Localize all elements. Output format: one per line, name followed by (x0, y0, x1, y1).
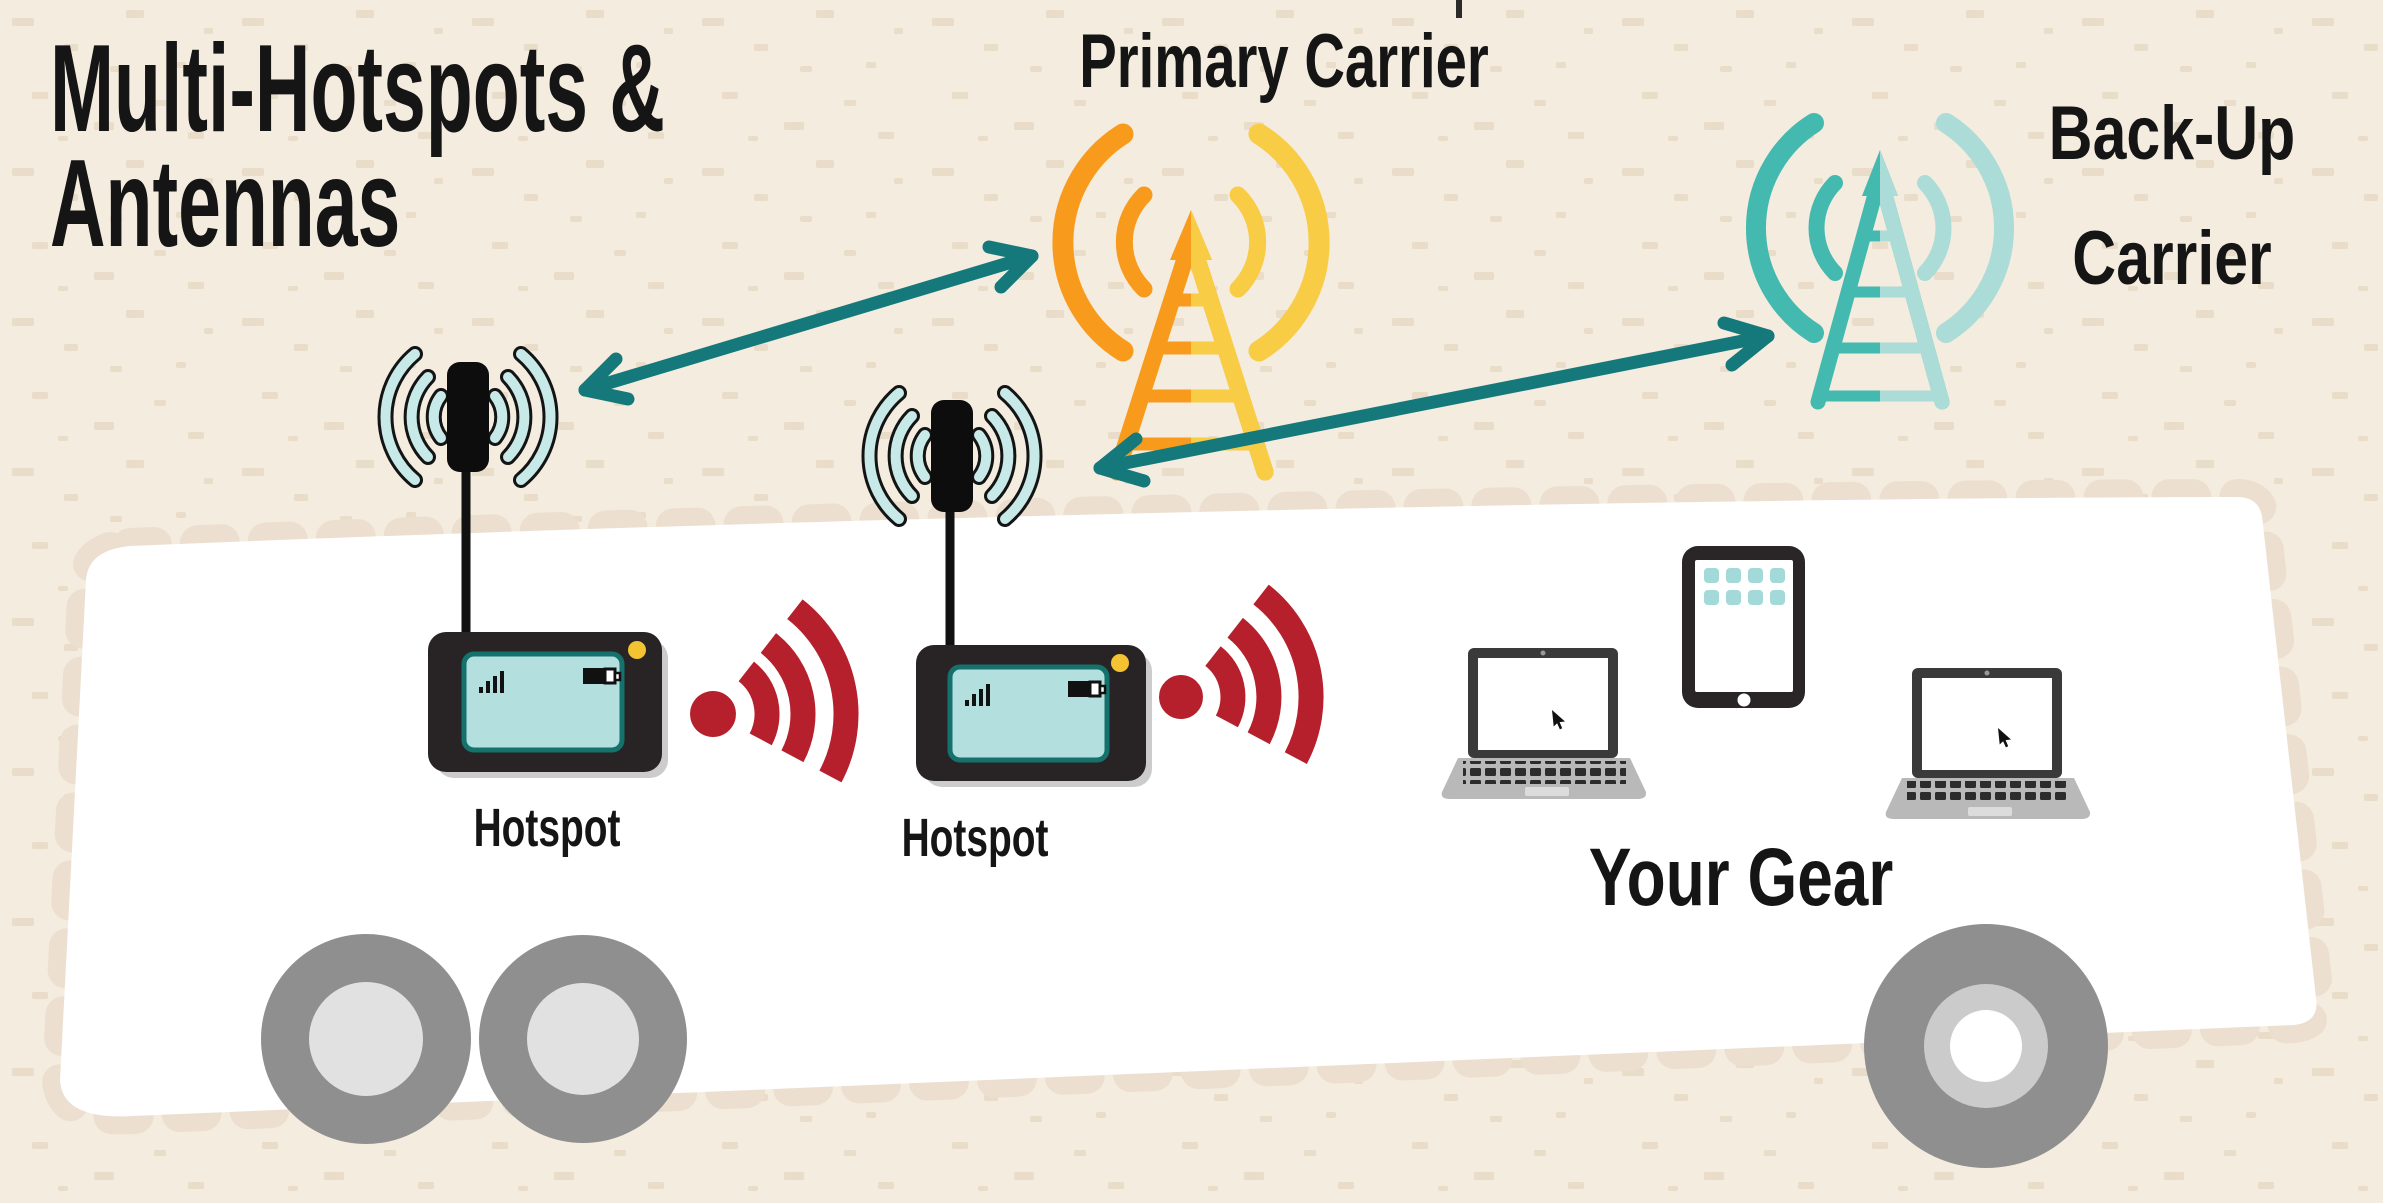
laptop-2-icon (1885, 668, 2091, 819)
battery-icon (1068, 680, 1107, 698)
primary-cell-tower-icon (1052, 123, 1330, 481)
backup-carrier-line-1: Back-Up (2048, 91, 2296, 176)
cursor-icon (1998, 728, 2011, 748)
trackpad (1525, 787, 1569, 796)
home-button (1737, 693, 1751, 707)
title-line-2: Antennas (50, 135, 401, 274)
your-gear-label: Your Gear (1588, 832, 1894, 923)
keyboard (1463, 761, 1626, 784)
backup-carrier-label: Back-Up Carrier (2049, 72, 2296, 321)
backup-cell-tower-icon (1746, 113, 2014, 410)
roof-antenna-2-icon (861, 385, 1043, 660)
hotspot-2-label: Hotspot (901, 808, 1049, 868)
trackpad (1968, 807, 2012, 816)
right-wheel-icon (1864, 924, 2108, 1168)
power-led (628, 641, 646, 659)
primary-carrier-label: Primary Carrier (1079, 19, 1489, 104)
signal-bars-icon (479, 671, 504, 693)
roof-antenna-1-icon (377, 346, 559, 645)
tower-lattice (1810, 150, 1950, 410)
hotspot-1-label: Hotspot (473, 798, 621, 858)
wifi-signal-1-icon (690, 599, 859, 783)
tablet-icon (1682, 546, 1805, 708)
signal-bars-icon (965, 684, 990, 706)
laptop-1-icon (1441, 648, 1647, 799)
left-wheel-2-icon (479, 935, 687, 1143)
backup-carrier-line-2: Carrier (2072, 215, 2272, 301)
hotspot-device-2-icon (916, 645, 1152, 787)
power-led (1111, 654, 1129, 672)
title-line-1: Multi-Hotspots & (50, 20, 665, 158)
arrow-antenna2-backup (1093, 316, 1775, 488)
hotspot-device-1-icon (428, 632, 668, 778)
battery-icon (583, 667, 622, 685)
arrow-antenna1-primary (578, 240, 1039, 406)
app-icons (1704, 568, 1785, 605)
wifi-signal-2-icon (1159, 584, 1324, 764)
cursor-icon (1552, 710, 1565, 730)
page-title: Multi-Hotspots & Antennas (50, 20, 665, 274)
keyboard (1907, 781, 2070, 804)
top-edge-artifact (1456, 0, 1462, 18)
left-wheel-1-icon (261, 934, 471, 1144)
